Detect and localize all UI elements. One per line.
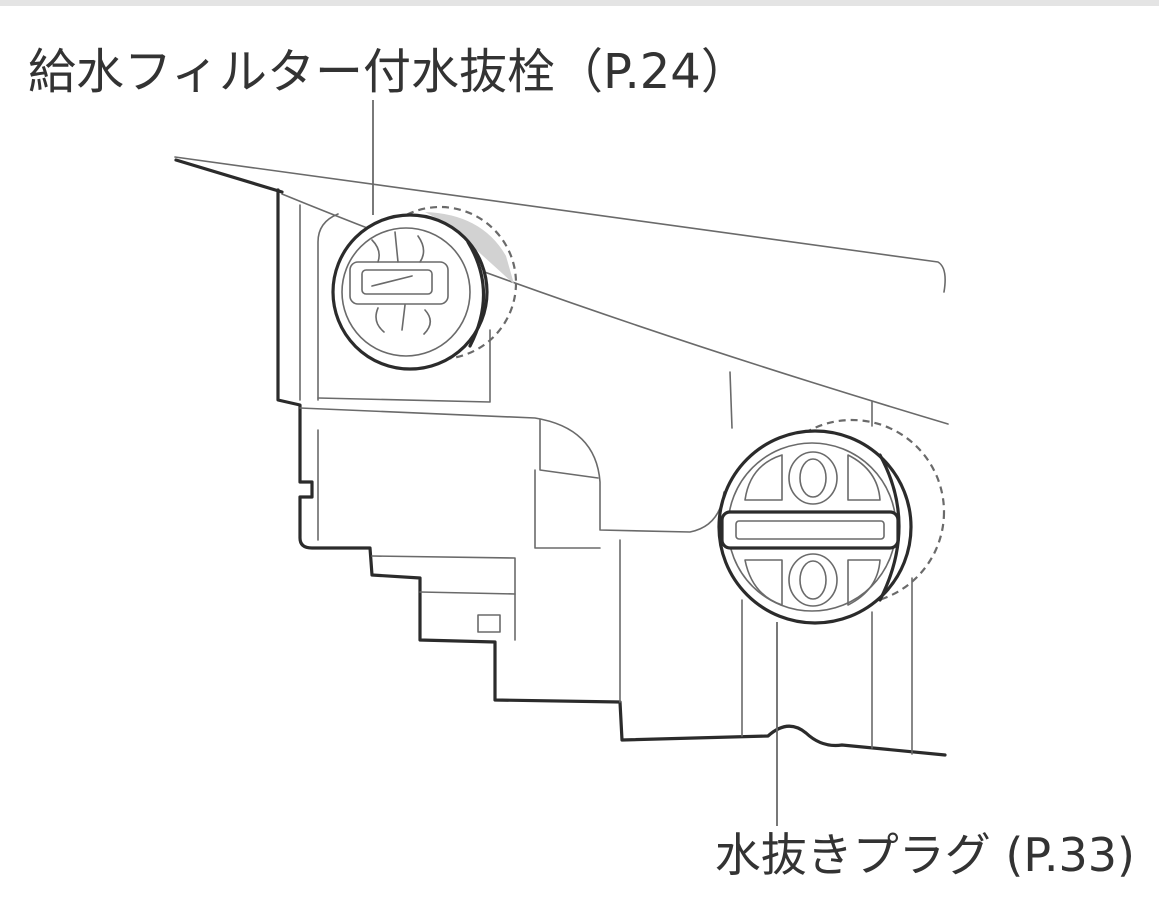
filter-drain-valve [331, 205, 518, 371]
body-outline [276, 188, 947, 757]
valve-bottom-ridges [375, 304, 432, 335]
plug-bottom-center-lobe [788, 553, 838, 607]
valve-housing-wall [317, 213, 339, 401]
plug-top-right-lobe [847, 454, 881, 501]
step-detail-tab [477, 614, 501, 633]
sloped-panel [174, 156, 949, 425]
plug-top-left-lobe [744, 454, 783, 501]
unit-body [276, 188, 947, 757]
valve-rim [466, 240, 486, 348]
top-panel-edge [174, 156, 946, 293]
valve-body [331, 213, 489, 371]
valve-housing-base [317, 329, 491, 403]
valve-slot-mark [371, 275, 413, 287]
plug-bottom-center-hole [799, 560, 827, 600]
valve-top-ridges [371, 231, 425, 263]
label-drain-plug: 水抜きプラグ (P.33) [714, 828, 1135, 882]
plug-top-center-lobe [788, 451, 838, 505]
valve-handle-slot [361, 269, 433, 295]
drain-plug [717, 418, 946, 625]
plug-handle [720, 510, 900, 550]
left-top-edge [174, 158, 284, 194]
step-detail-middle [419, 591, 516, 595]
valve-handle [349, 261, 449, 305]
plug-top-center-hole [799, 458, 827, 498]
valve-shadow [425, 212, 514, 284]
step-detail-upper [371, 555, 516, 641]
plug-bottom-right-lobe [847, 559, 881, 606]
valve-rotation-guide [362, 205, 518, 361]
lower-block-top [299, 407, 725, 533]
lower-block-inner [539, 419, 599, 479]
sloped-panel-lower-edge [281, 193, 949, 425]
label-filter-drain-valve: 給水フィルター付水抜栓（P.24） [28, 44, 749, 100]
lower-block-side [317, 429, 601, 549]
plug-handle-slot [735, 520, 885, 540]
plug-bottom-left-lobe [744, 559, 783, 606]
right-housing-edge [729, 371, 873, 429]
valve-face [341, 227, 471, 357]
